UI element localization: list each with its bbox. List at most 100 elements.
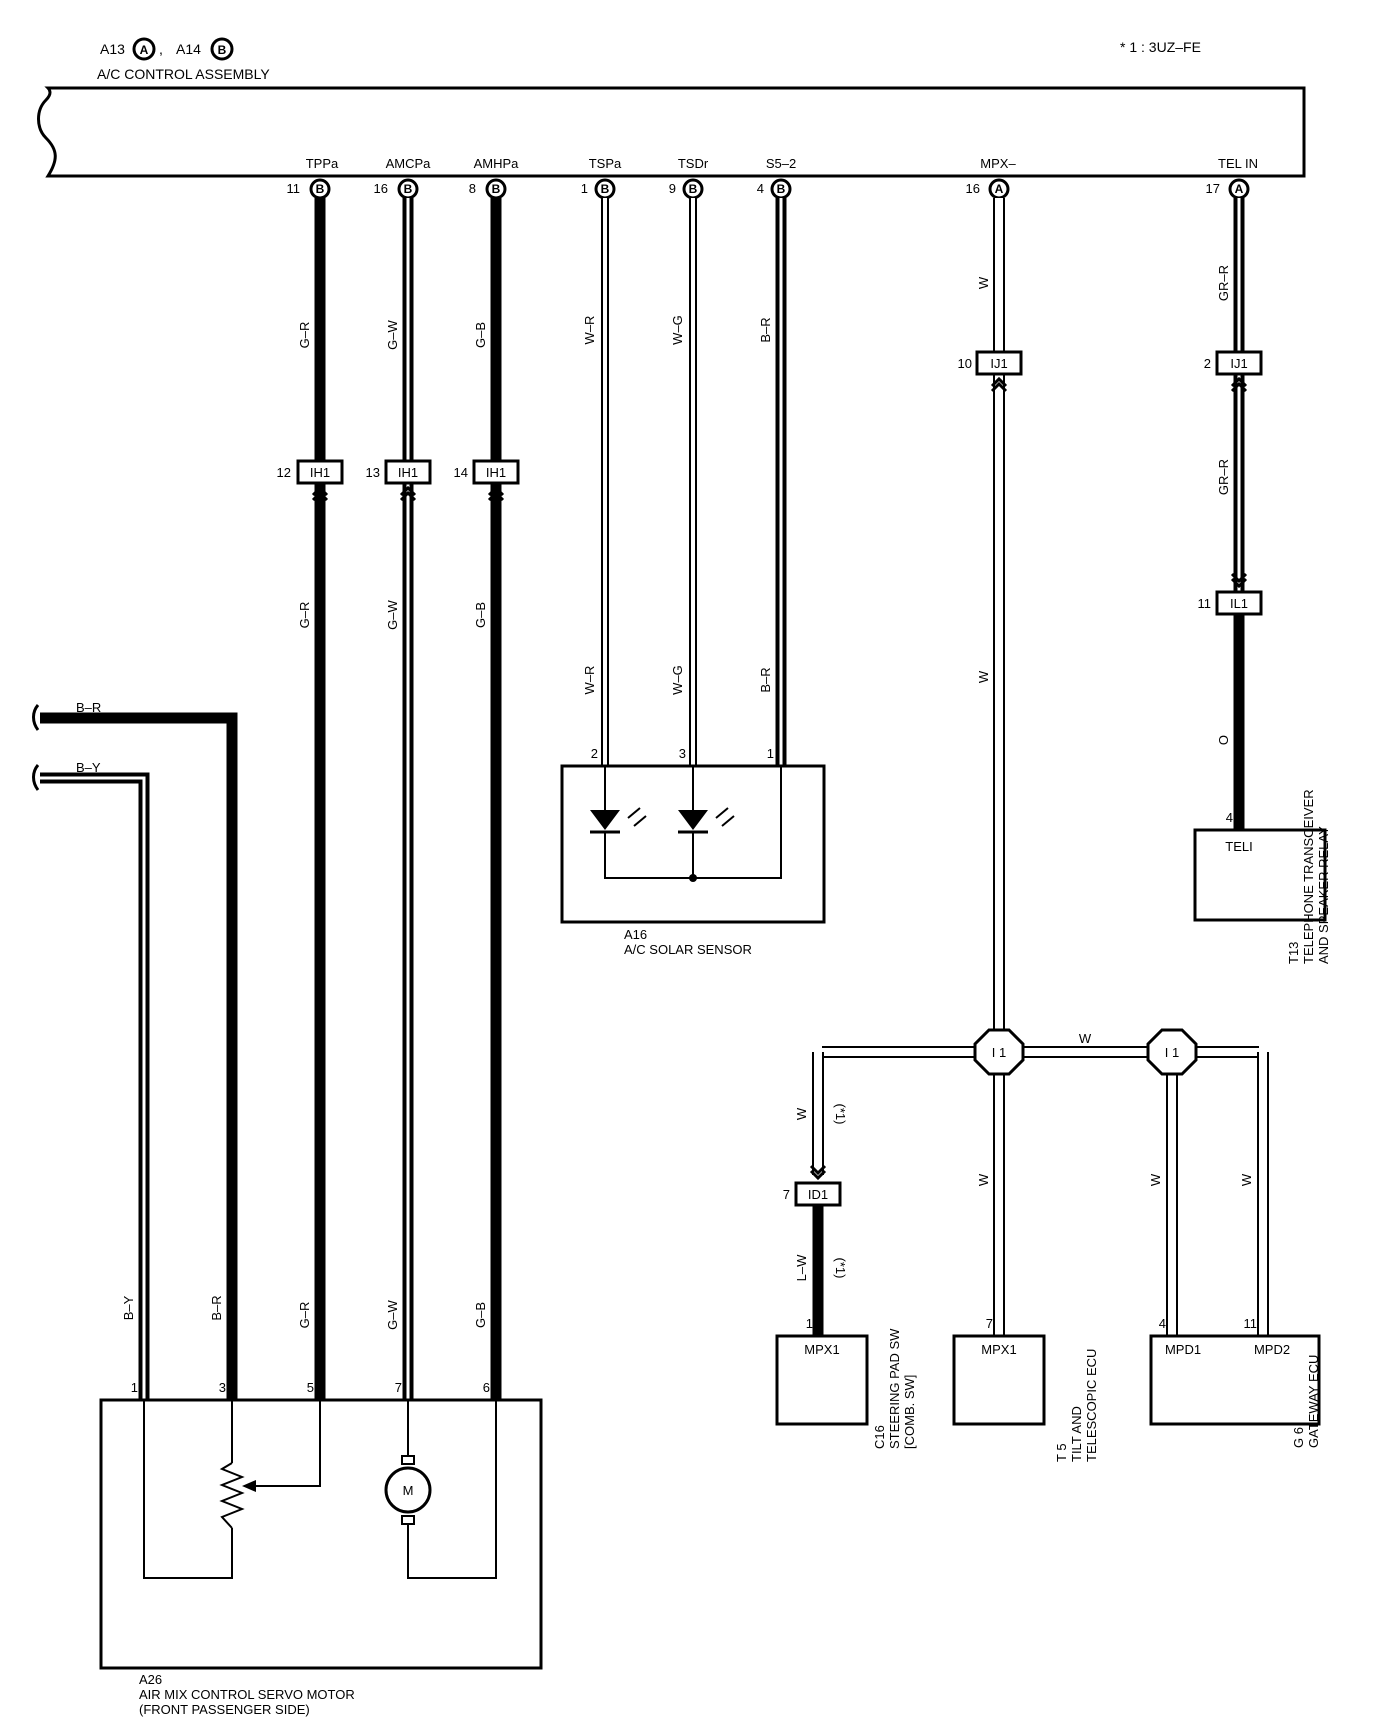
- telin-wires: IJ1 2 IL1 11 GR–R GR–R O: [1198, 198, 1263, 830]
- wire-label-w: W: [794, 1107, 809, 1120]
- ac-pin-labels: TPPa AMCPa AMHPa TSPa TSDr S5–2 MPX– TEL…: [306, 156, 1258, 171]
- a16-pin-2: 2: [591, 746, 598, 761]
- g6-name-1: GATEWAY ECU: [1306, 1355, 1321, 1448]
- wire-label-star1: (*1): [833, 1104, 848, 1125]
- wire-label-g-r: G–R: [297, 322, 312, 349]
- t13-name-1: TELEPHONE TRANSCEIVER: [1301, 789, 1316, 964]
- connector-a14-label: A14: [176, 41, 201, 57]
- wire-label-w: W: [1239, 1173, 1254, 1186]
- a26-name: AIR MIX CONTROL SERVO MOTOR: [139, 1687, 355, 1702]
- t13-name-2: AND SPEAKER RELAY: [1316, 826, 1331, 964]
- photodiode-icon: [678, 810, 708, 830]
- i1-label: I 1: [992, 1045, 1006, 1060]
- ih1-label: IH1: [398, 465, 418, 480]
- g6-terminal-2: MPD2: [1254, 1342, 1290, 1357]
- servo-wires: [314, 198, 502, 1400]
- i1-label: I 1: [1165, 1045, 1179, 1060]
- ac-pin-connectors: 11 B 16 B 8 B 1 B 9 B 4 B 16 A 17 A: [287, 178, 1250, 200]
- pin-label-s52: S5–2: [766, 156, 796, 171]
- pin-number-tsdr: 9: [669, 181, 676, 196]
- wire-label-o: O: [1216, 735, 1231, 745]
- t5-id: T 5: [1054, 1443, 1069, 1462]
- pin-number-amcpa: 16: [374, 181, 388, 196]
- wire-label-w-r: W–R: [582, 316, 597, 345]
- t5-tilt-ecu: 7 MPX1 T 5 TILT AND TELESCOPIC ECU: [952, 1316, 1099, 1462]
- ground-wires: B–R B–Y B–Y B–R: [32, 700, 238, 1400]
- pin-conn-s52: B: [777, 182, 786, 196]
- wire-label-gr-r: GR–R: [1216, 459, 1231, 495]
- pin-label-tspa: TSPa: [589, 156, 622, 171]
- pin-number-tspa: 1: [581, 181, 588, 196]
- a26-servo-motor: 1 3 5 7 6 M A26 AIR MIX CONTROL SERVO MO…: [99, 1380, 543, 1717]
- t5-name-2: TELESCOPIC ECU: [1084, 1349, 1099, 1462]
- pin-conn-telin: A: [1235, 182, 1244, 196]
- pin-number-telin: 17: [1206, 181, 1220, 196]
- light-ray-icon: [627, 807, 641, 819]
- wire-label-w: W: [976, 670, 991, 683]
- wire-label-w-r: W–R: [582, 666, 597, 695]
- ac-control-assembly-body: [37, 86, 1306, 178]
- a26-pin-1: 1: [131, 1380, 138, 1395]
- wire-label-g-b: G–B: [473, 322, 488, 348]
- ih1-connector: [296, 459, 344, 485]
- connector-separator: ,: [159, 41, 163, 57]
- wire-label-w: W: [1148, 1173, 1163, 1186]
- wire-label-b-y: B–Y: [76, 760, 101, 775]
- photodiode-icon: [590, 810, 620, 830]
- a26-pin-7: 7: [395, 1380, 402, 1395]
- ij1-connector: [1215, 350, 1263, 376]
- id1-label: ID1: [808, 1187, 828, 1202]
- wire-label-b-r: B–R: [76, 700, 101, 715]
- pin-number-amhpa: 8: [469, 181, 476, 196]
- ih1-junctions: IH1 12 IH1 13 IH1 14: [277, 459, 520, 502]
- il1-connector: [1215, 590, 1263, 616]
- ih1-label: IH1: [486, 465, 506, 480]
- wire-label-b-r: B–R: [758, 667, 773, 692]
- header: A13 A , A14 B A/C CONTROL ASSEMBLY * 1 :…: [97, 37, 1201, 82]
- connector-b-letter: B: [218, 43, 227, 57]
- wire-break-icon: [32, 704, 40, 731]
- t13-telephone: 4 TELI T13 TELEPHONE TRANSCEIVER AND SPE…: [1193, 789, 1331, 964]
- ih1-pin-12: 12: [277, 465, 291, 480]
- a16-pin-3: 3: [679, 746, 686, 761]
- ij1-pin-10: 10: [958, 356, 972, 371]
- t13-terminal: TELI: [1225, 839, 1252, 854]
- t5-terminal: MPX1: [981, 1342, 1016, 1357]
- wire-label-star1: (*1): [833, 1258, 848, 1279]
- a16-solar-sensor: 2 3 1 A16 A/C SOLAR SENSOR: [560, 746, 826, 957]
- wire-label-g-w: G–W: [385, 599, 400, 629]
- pin-conn-amhpa: B: [492, 182, 501, 196]
- c16-name-1: STEERING PAD SW: [887, 1328, 902, 1449]
- light-ray-icon: [721, 815, 735, 827]
- t13-pin-4: 4: [1226, 810, 1233, 825]
- wire-label-w: W: [976, 1173, 991, 1186]
- pot-circuit: [143, 1400, 233, 1579]
- servo-wire-labels: G–R G–W G–B G–R G–W G–B G–R G–W G–B: [297, 319, 488, 1329]
- connector-b-circle-icon: [210, 37, 234, 61]
- wire-break-icon: [32, 764, 40, 791]
- pin-conn-amcpa: B: [404, 182, 413, 196]
- pin-label-telin: TEL IN: [1218, 156, 1258, 171]
- ij1-connector: [975, 350, 1023, 376]
- wire-label-g-r: G–R: [297, 1302, 312, 1329]
- pin-conn-tsdr: B: [689, 182, 698, 196]
- c16-steering-pad: 1 MPX1 C16 STEERING PAD SW [COMB. SW]: [775, 1316, 917, 1449]
- wire-label-w-g: W–G: [670, 315, 685, 345]
- a26-sub: (FRONT PASSENGER SIDE): [139, 1702, 310, 1717]
- a26-pin-5: 5: [307, 1380, 314, 1395]
- ih1-connector: [384, 459, 432, 485]
- a26-pin-3: 3: [219, 1380, 226, 1395]
- t13-body: [1193, 828, 1327, 922]
- ac-control-assembly-title: A/C CONTROL ASSEMBLY: [97, 66, 270, 82]
- wire-label-b-y: B–Y: [121, 1295, 136, 1320]
- c16-name-2: [COMB. SW]: [902, 1375, 917, 1449]
- il1-label: IL1: [1230, 596, 1248, 611]
- ih1-pin-14: 14: [454, 465, 468, 480]
- c16-id: C16: [872, 1425, 887, 1449]
- id1-pin-7: 7: [783, 1187, 790, 1202]
- wire-label-w: W: [976, 276, 991, 289]
- c16-pin-1: 1: [806, 1316, 813, 1331]
- wire-label-b-r: B–R: [758, 317, 773, 342]
- wiper-arrow-icon: [242, 1480, 256, 1492]
- g6-terminal-1: MPD1: [1165, 1342, 1201, 1357]
